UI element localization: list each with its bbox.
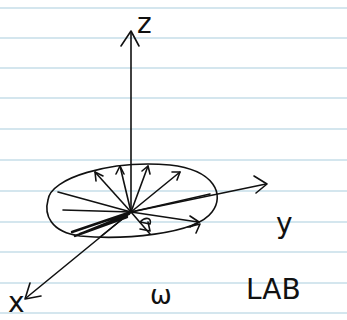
frame-label: LAB <box>246 276 301 304</box>
axis-label: z <box>137 10 152 38</box>
axis-label: x <box>8 289 25 317</box>
angular-velocity-symbol: ω <box>150 282 172 308</box>
axis-label: y <box>276 210 293 238</box>
